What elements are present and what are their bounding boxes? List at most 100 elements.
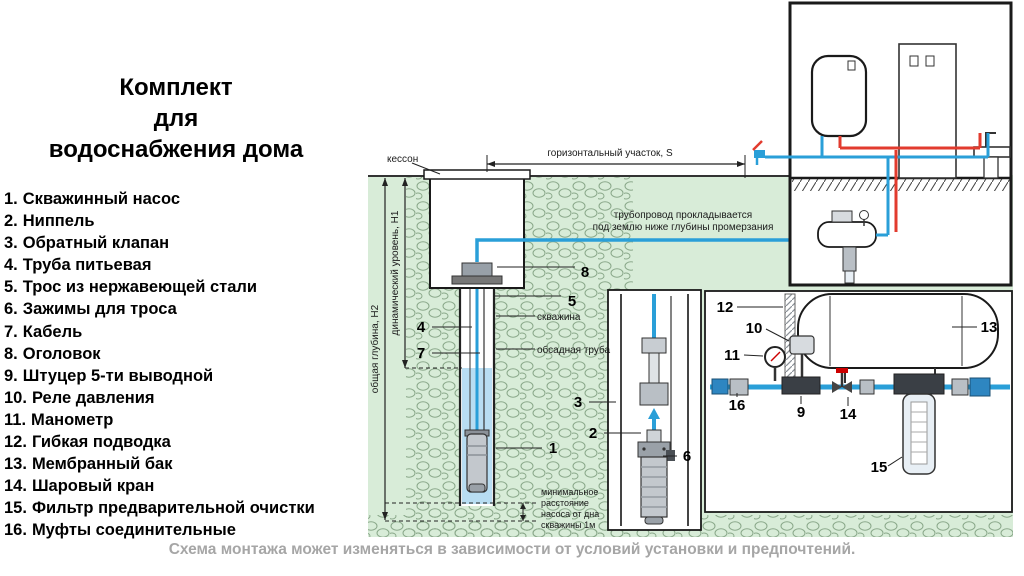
part-label: Кабель [22,322,83,341]
nipple-detail [646,429,662,443]
dynamic-level-label: динамический уровень, Н1 [390,210,401,335]
parts-list: 1.Скважинный насос 2.Ниппель 3.Обратный … [4,188,366,542]
coupling-detail [641,337,667,354]
footer-note: Схема монтажа может изменяться в зависим… [168,541,856,558]
five-way-fitting [781,376,821,395]
sink-faucet [985,132,996,147]
part-number: 5. [4,278,18,297]
min-distance-line2: расстояние [541,498,589,508]
part-label: Ниппель [22,212,95,231]
callout-11: 11 [724,347,740,364]
pressure-switch [789,335,815,355]
part-number: 12. [4,433,27,452]
check-valve-detail [639,382,669,406]
filter-head [893,373,945,395]
dimension-lines [382,155,746,522]
pipeline-note-line1: трубопровод прокладывается [614,209,752,221]
part-label: Трос из нержавеющей стали [22,278,258,297]
compression-fitting-right [969,377,991,397]
equipment-detail-panel [704,290,1013,513]
callout-15: 15 [871,459,888,476]
part-label: Труба питьевая [22,256,152,275]
callout-3: 3 [574,394,582,411]
min-distance-line3: насоса от дна [541,509,599,519]
kesson-lid [423,169,531,180]
basement-equipment [817,210,877,284]
part-item-1: 1.Скважинный насос [4,188,366,210]
part-label: Гибкая подводка [31,433,171,452]
pump-detail-box [607,289,702,531]
part-item-6: 6.Зажимы для троса [4,298,366,320]
part-label: Фильтр предварительной очистки [31,499,315,518]
kesson-label: кессон [387,154,418,165]
title-line-1: Комплект [119,74,233,101]
well-section [458,262,496,506]
part-item-9: 9.Штуцер 5-ти выводной [4,365,366,387]
callout-4: 4 [417,319,426,336]
callout-13: 13 [981,319,998,336]
part-number: 10. [4,388,27,407]
part-item-13: 13.Мембранный бак [4,453,366,475]
compression-fitting [711,378,729,395]
ball-valve [832,381,842,393]
callout-12: 12 [717,299,734,316]
part-number: 9. [4,366,18,385]
part-item-12: 12.Гибкая подводка [4,431,366,453]
basement-filter [842,246,857,272]
title-line-3: водоснабжения дома [48,136,304,163]
page-title: Комплект для водоснабжения дома [18,72,334,165]
callout-14: 14 [840,406,857,423]
underground-supply-pipe [475,238,814,262]
part-item-8: 8.Оголовок [4,343,366,365]
coupling-left [729,378,749,396]
part-label: Зажимы для троса [22,300,177,319]
pump-station-tank [817,221,877,248]
part-item-2: 2.Ниппель [4,210,366,232]
callout-9: 9 [797,404,805,421]
part-label: Реле давления [31,388,155,407]
wellhead [461,262,493,277]
part-label: Скважинный насос [22,190,180,208]
kesson-pit [423,169,814,289]
callout-1: 1 [549,440,557,457]
membrane-tank [797,293,999,369]
part-item-16: 16.Муфты соединительные [4,519,366,541]
part-number: 16. [4,521,27,540]
callout-16: 16 [729,397,746,414]
min-distance-line4: скважины 1м [541,520,595,530]
part-item-7: 7.Кабель [4,321,366,343]
part-label: Оголовок [22,344,101,363]
title-line-2: для [153,105,199,132]
callout-6: 6 [683,448,691,465]
part-label: Манометр [31,410,114,429]
horizontal-section-label: горизонтальный участок, S [547,148,673,159]
part-label: Шаровый кран [31,477,155,496]
part-item-11: 11.Манометр [4,409,366,431]
floor-slab [792,179,1010,191]
coupling-right [951,378,969,396]
house-piping [752,133,990,237]
part-number: 3. [4,234,18,253]
part-label: Мембранный бак [31,455,173,474]
part-number: 7. [4,322,18,341]
submersible-pump [466,433,488,493]
pipeline-note-line2: под землю ниже глубины промерзания [593,221,774,233]
part-number: 15. [4,499,27,518]
callouts: 8 5 4 7 3 2 1 6 12 10 11 16 9 1 [417,264,998,476]
callout-7: 7 [417,345,425,362]
min-distance-line1: минимальное [541,487,598,497]
outdoor-tap-icon [754,150,765,158]
diagram-labels: кессон горизонтальный участок, S трубопр… [369,148,773,530]
callout-10: 10 [746,320,763,337]
callout-2: 2 [589,425,597,442]
part-number: 6. [4,300,18,319]
flow-arrow-icon [648,408,660,430]
part-item-14: 14.Шаровый кран [4,475,366,497]
total-depth-label: общая глубина, Н2 [369,304,381,393]
part-label: Муфты соединительные [31,521,236,540]
part-number: 8. [4,344,18,363]
part-item-3: 3.Обратный клапан [4,232,366,254]
well-label: скважина [537,312,581,323]
part-item-5: 5.Трос из нержавеющей стали [4,276,366,298]
